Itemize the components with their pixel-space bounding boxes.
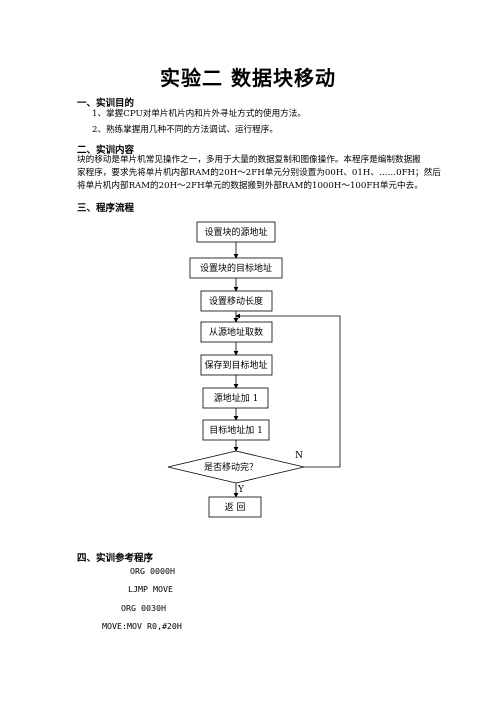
code-line-4: MOVE:MOV R0,#20H (102, 621, 182, 631)
flow-decision-label: 是否移动完？ (204, 461, 258, 473)
flow-step-3: 设置移动长度 (209, 295, 263, 307)
code-line-1: ORG 0000H (130, 566, 175, 576)
content-heading: 二、实训内容 (77, 145, 135, 156)
flow-step-1: 设置块的源地址 (204, 226, 267, 238)
content-line-2: 家程序，要求先将单片机内部RAM的20H～2FH单元分别设置为00H、01H、…… (77, 168, 441, 178)
flow-step-6: 源地址加 1 (214, 392, 259, 404)
content-line-3: 将单片机内部RAM的20H～2FH单元的数据搬到外部RAM的1000H～100F… (77, 181, 423, 191)
flow-step-2: 设置块的目标地址 (200, 262, 272, 274)
code-line-2: LJMP MOVE (128, 584, 173, 594)
content-line-1: 块的移动是单片机常见操作之一，多用于大量的数据复制和图像操作。本程序是编制数据搬 (77, 155, 421, 165)
purpose-item-2: 2、熟练掌握用几种不同的方法调试、运行程序。 (92, 125, 278, 135)
code-line-3: ORG 0030H (121, 603, 166, 613)
flow-step-7: 目标地址加 1 (209, 424, 263, 436)
flow-end-label: 返 回 (225, 501, 246, 513)
flow-step-5: 保存到目标地址 (204, 359, 267, 371)
purpose-heading: 一、实训目的 (77, 98, 135, 109)
page-title: 实验二 数据块移动 (160, 66, 336, 90)
purpose-item-1: 1、掌握CPU对单片机片内和片外寻址方式的使用方法。 (92, 109, 306, 119)
flow-yes-label: Y (237, 485, 245, 495)
flow-step-4: 从源地址取数 (209, 326, 263, 338)
flow-no-label: N (295, 451, 303, 461)
code-heading: 四、实训参考程序 (77, 553, 154, 564)
flow-heading: 三、程序流程 (77, 203, 135, 214)
